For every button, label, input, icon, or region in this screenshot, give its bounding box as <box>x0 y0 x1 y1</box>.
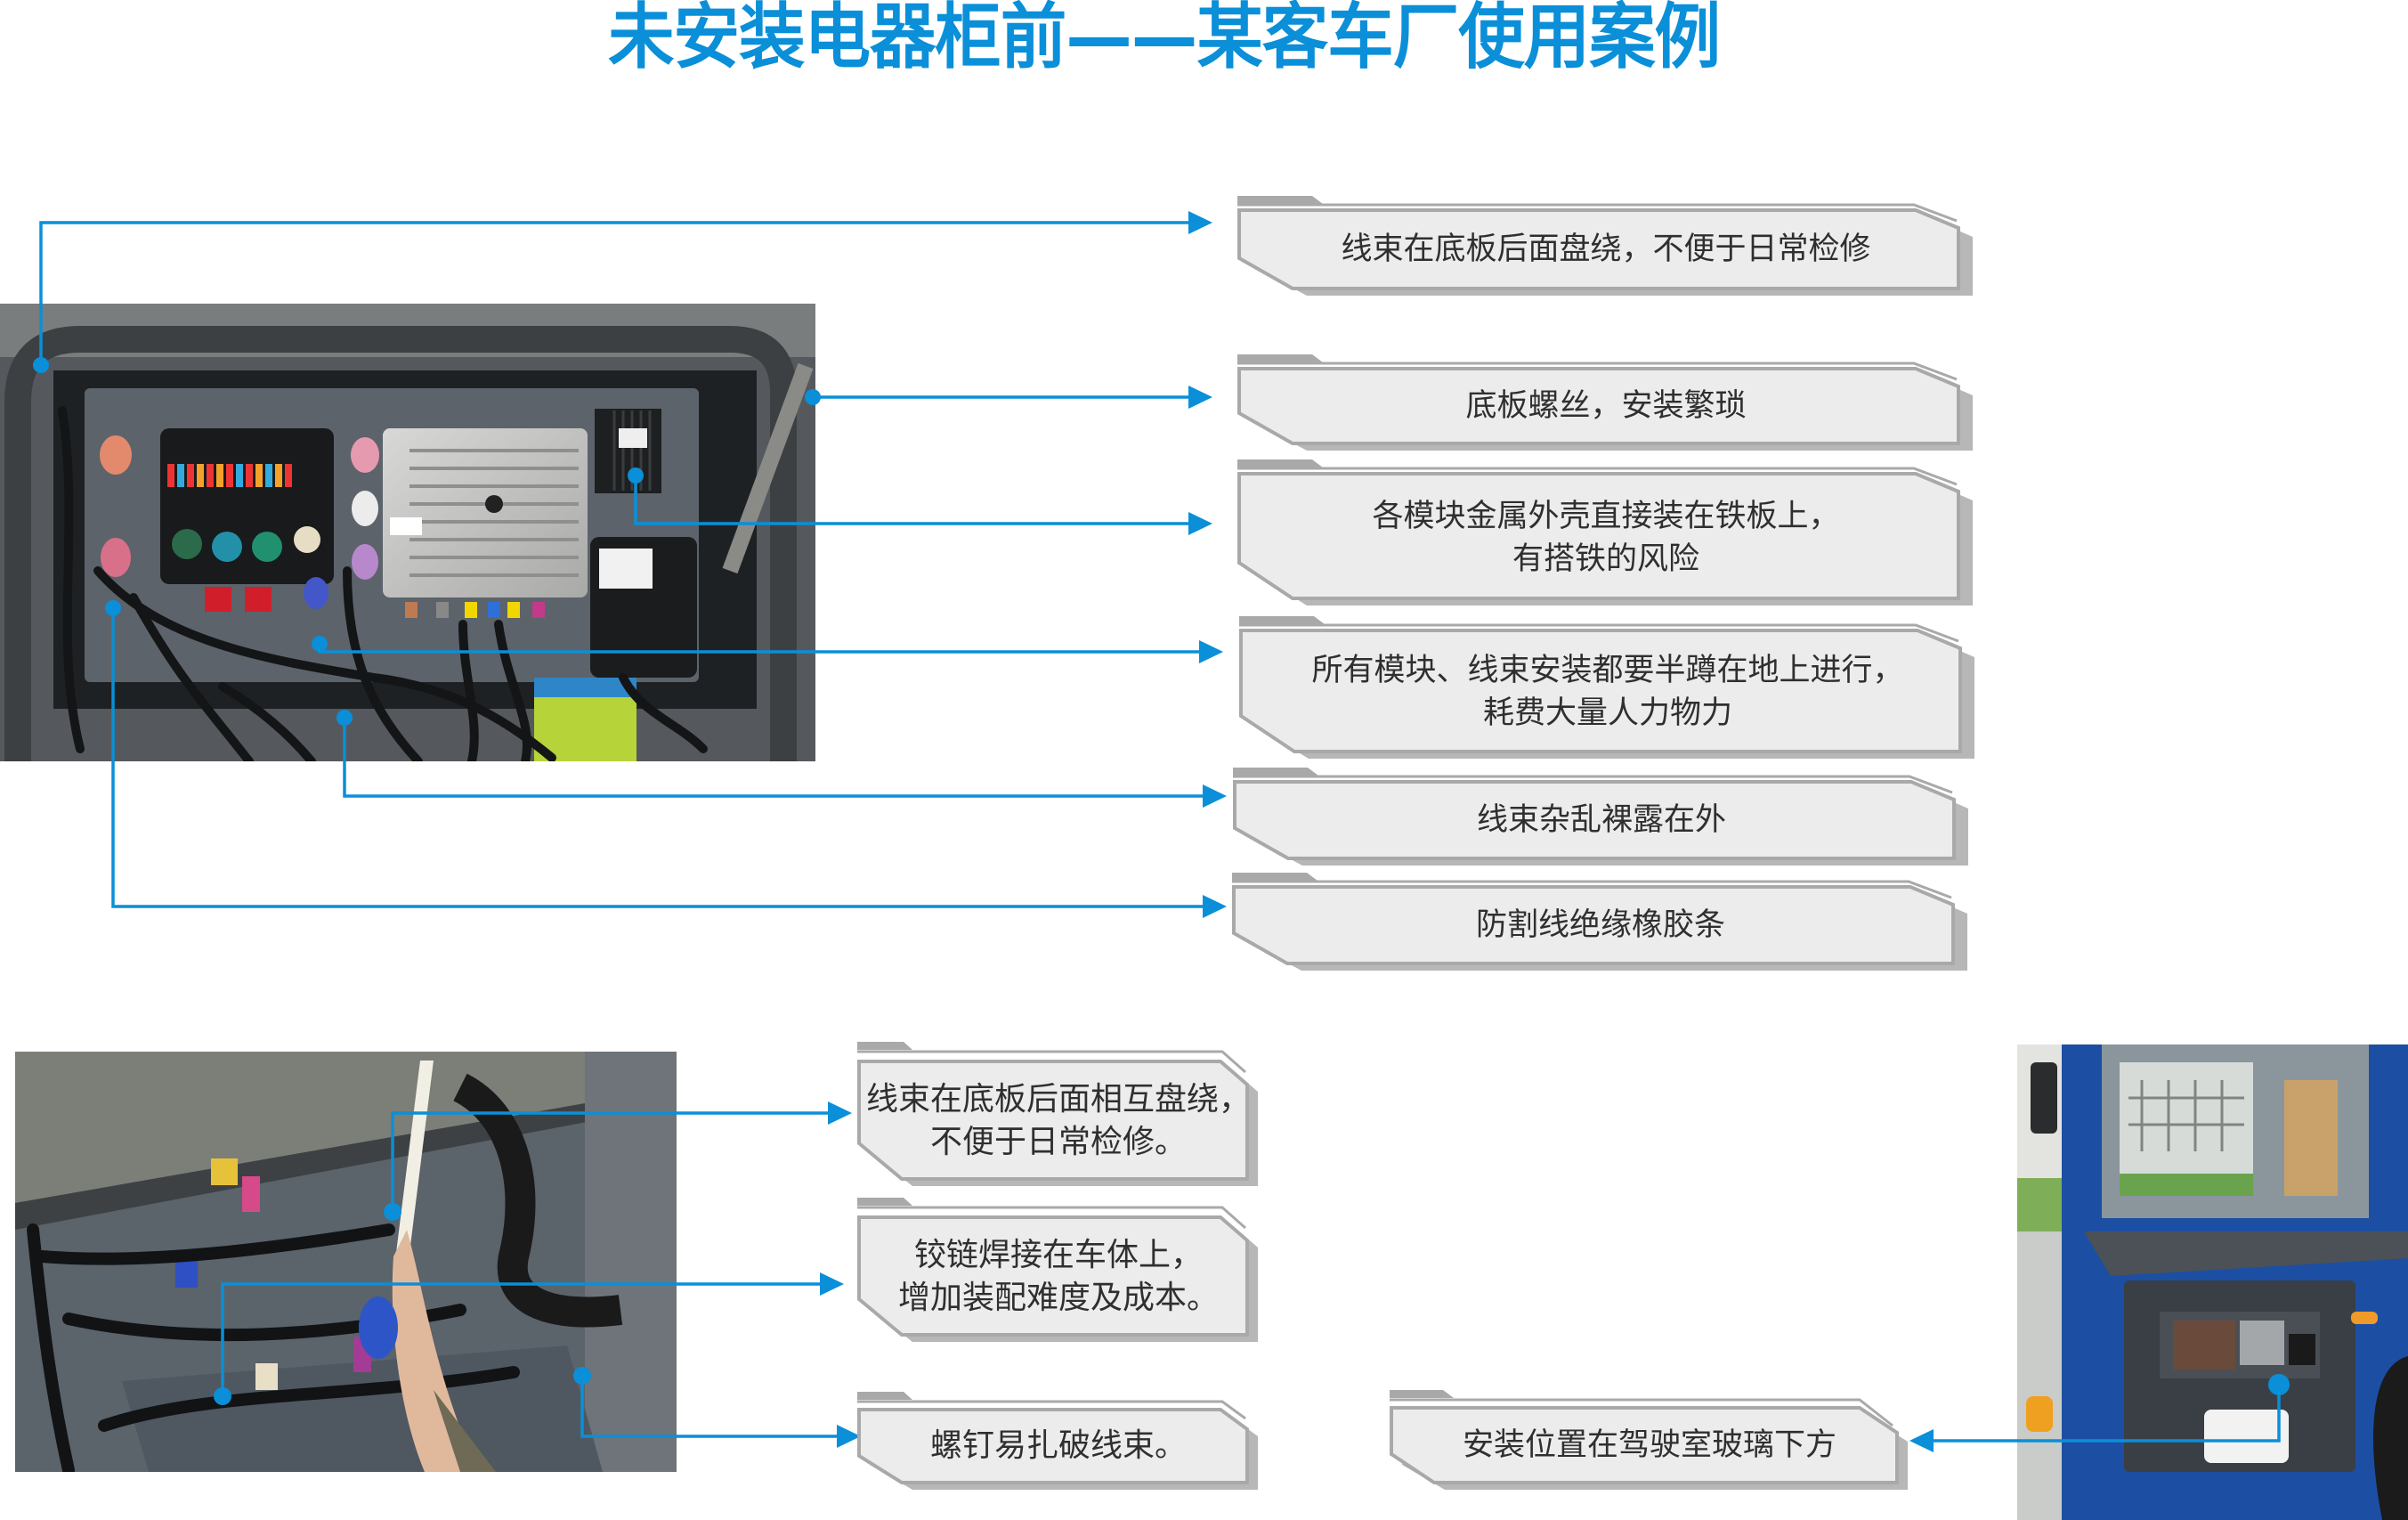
callout-text: 螺钉易扎破线束。 <box>929 1427 1187 1464</box>
callout-hinge-welded: 铰链焊接在车体上， 增加装配难度及成本。 <box>857 1198 1260 1342</box>
harness-illustration <box>15 1052 677 1472</box>
callout-frame <box>857 1198 1258 1342</box>
wiring-harness-photo <box>15 1052 677 1472</box>
callout-frame <box>1390 1390 1908 1490</box>
callout-text: 防割线绝缘橡胶条 <box>1475 907 1725 943</box>
callout-text: 线束杂乱裸露在外 <box>1476 802 1726 838</box>
callout-wiring-tangled: 线束在底板后面相互盘绕， 不便于日常检修。 <box>857 1042 1260 1186</box>
callout-text: 线束在底板后面盘绕，不便于日常检修 <box>1341 232 1871 267</box>
callout-insulation-rubber-strip: 防割线绝缘橡胶条 <box>1232 873 1969 971</box>
callout-frame <box>1237 459 1973 606</box>
callout-frame <box>1239 616 1974 759</box>
callout-frame <box>1233 768 1968 866</box>
callout-screw-damage: 螺钉易扎破线束。 <box>857 1392 1260 1490</box>
callout-text: 底板螺丝，安装繁琐 <box>1465 388 1747 424</box>
callout-metal-housing-grounding: 各模块金属外壳直接装在铁板上， 有搭铁的风险 <box>1237 459 1974 606</box>
callout-wiring-behind-baseplate: 线束在底板后面盘绕，不便于日常检修 <box>1237 196 1974 296</box>
callout-frame <box>1237 196 1973 296</box>
callout-squatting-installation: 所有模块、线束安装都要半蹲在地上进行， 耗费大量人力物力 <box>1239 616 1976 759</box>
callout-text: 安装位置在驾驶室玻璃下方 <box>1462 1427 1836 1463</box>
callout-frame <box>1237 354 1973 451</box>
bus-illustration <box>2017 1044 2408 1520</box>
callout-exposed-wiring: 线束杂乱裸露在外 <box>1233 768 1970 866</box>
bus-front-photo <box>2017 1044 2408 1520</box>
callout-install-location: 安装位置在驾驶室玻璃下方 <box>1390 1390 1909 1490</box>
callout-baseplate-screws: 底板螺丝，安装繁琐 <box>1237 354 1974 451</box>
callout-text: 铰链焊接在车体上， 增加装配难度及成本。 <box>897 1237 1219 1316</box>
callout-text: 各模块金属外壳直接装在铁板上， 有搭铁的风险 <box>1372 499 1840 577</box>
electrical-panel-photo <box>0 304 815 761</box>
callout-text: 线束在底板后面相互盘绕， 不便于日常检修。 <box>865 1081 1251 1160</box>
callout-frame <box>857 1392 1258 1490</box>
callout-frame <box>1232 873 1967 971</box>
callout-text: 所有模块、线束安装都要半蹲在地上进行， 耗费大量人力物力 <box>1311 653 1904 731</box>
callout-frame <box>857 1042 1258 1186</box>
page-title: 未安装电器柜前——某客车厂使用案例 <box>608 0 1721 78</box>
panel-illustration <box>0 304 815 761</box>
